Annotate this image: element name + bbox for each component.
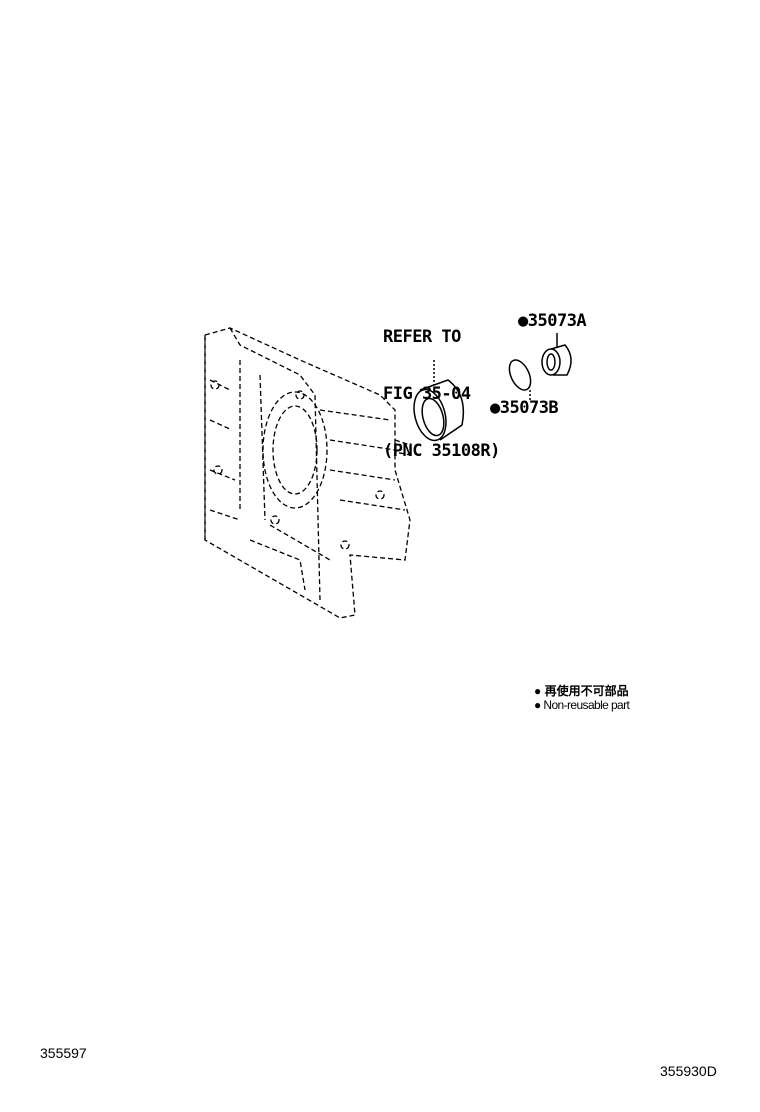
non-reusable-bullet-icon: ● <box>490 398 500 418</box>
refer-line-3: (PNC 35108R) <box>383 441 500 461</box>
transmission-housing-outline <box>204 327 411 619</box>
plug-drawing <box>541 333 572 376</box>
bullet-icon: ● <box>534 684 542 698</box>
oil-seal-drawing <box>413 360 465 442</box>
refer-note: REFER TO FIG 35-04 (PNC 35108R) <box>383 290 500 499</box>
legend-english: ● Non-reusable part <box>534 698 630 712</box>
legend-japanese: ● 再使用不可部品 <box>534 682 629 699</box>
legend-english-text: Non-reusable part <box>543 698 630 712</box>
non-reusable-bullet-icon: ● <box>518 311 528 331</box>
part-number: 35073A <box>527 311 587 331</box>
legend-japanese-text: 再使用不可部品 <box>544 684 629 698</box>
part-label-35073b[interactable]: ●35073B <box>490 398 559 418</box>
part-number: 35073B <box>499 398 559 418</box>
refer-line-1: REFER TO <box>383 327 461 347</box>
part-label-35073a[interactable]: ●35073A <box>518 311 587 331</box>
bullet-icon: ● <box>534 698 541 712</box>
o-ring-drawing <box>508 359 532 400</box>
figure-code-right: 355930D <box>660 1063 717 1079</box>
refer-line-2: FIG 35-04 <box>383 384 471 404</box>
figure-code-left: 355597 <box>40 1045 87 1061</box>
